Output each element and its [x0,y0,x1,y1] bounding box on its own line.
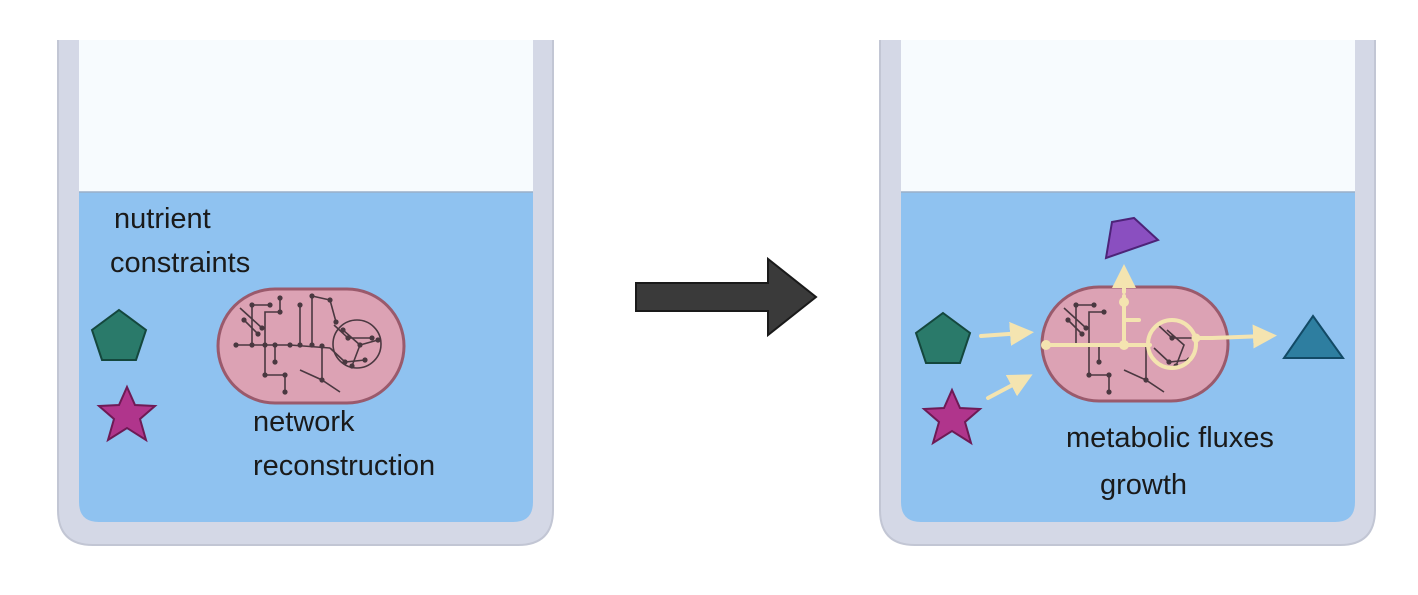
flux-network [1044,294,1214,370]
triangle-product-icon [1282,314,1345,359]
fluxes-label-line1: metabolic fluxes [1066,422,1274,454]
nutrient-label-line2: constraints [110,247,251,279]
uptake-arrow-star [986,374,1033,400]
secretion-arrow-triangle [1210,324,1277,349]
flux-arrows [979,264,1277,400]
quadrilateral-product-icon [1104,216,1160,260]
pentagon-nutrient-icon [914,311,972,364]
star-nutrient-icon [96,384,158,443]
left-cell [216,287,406,405]
right-headspace [901,40,1355,192]
network-label-line1: network [253,406,355,438]
network-label-line2: reconstruction [253,450,436,482]
left-headspace [79,40,533,192]
process-arrow-icon [635,256,818,338]
uptake-arrow-pentagon [979,321,1034,346]
star-nutrient-icon [921,387,983,446]
nutrient-label-line1: nutrient [114,203,211,235]
fluxes-label-line2: growth [1100,469,1188,501]
pentagon-nutrient-icon [90,308,148,361]
